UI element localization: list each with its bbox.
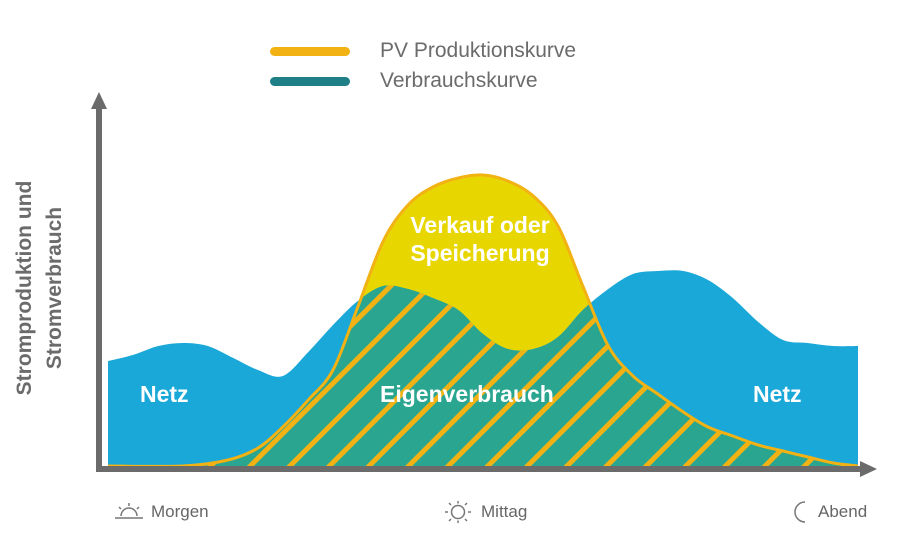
sun-icon (445, 501, 471, 523)
verkauf-label-line-2: Speicherung (410, 240, 550, 266)
pv-production-area (108, 174, 858, 467)
y-axis-label-line-2: Stromverbrauch (43, 206, 66, 370)
y-axis-label-line-1: Stromproduktion und (13, 180, 36, 396)
x-tick-label-abend: Abend (818, 502, 868, 521)
moon-icon (794, 501, 806, 523)
x-tick-abend: Abend (792, 500, 867, 524)
legend-swatch-pv (270, 46, 350, 56)
legend-item-pv: PV Produktionskurve (270, 39, 576, 63)
eigenverbrauch-label: Eigenverbrauch (380, 381, 554, 407)
y-axis-arrow (91, 92, 107, 109)
netz-right-label: Netz (753, 381, 802, 407)
x-tick-morgen: Morgen (113, 500, 209, 524)
x-axis-arrow (860, 461, 877, 477)
pv-production-line (107, 173, 859, 468)
verkauf-label: Verkauf oder Speicherung (400, 211, 560, 267)
legend-swatch-consumption (270, 76, 350, 86)
netz-left-label: Netz (140, 381, 189, 407)
legend-label-consumption: Verbrauchskurve (380, 69, 538, 92)
legend-item-consumption: Verbrauchskurve (270, 69, 538, 93)
x-tick-label-mittag: Mittag (481, 502, 528, 521)
x-tick-label-morgen: Morgen (151, 502, 209, 521)
verkauf-label-line-1: Verkauf oder (410, 212, 550, 238)
x-tick-mittag: Mittag (441, 500, 527, 524)
legend-label-pv: PV Produktionskurve (380, 39, 577, 62)
sunrise-icon (115, 503, 143, 519)
